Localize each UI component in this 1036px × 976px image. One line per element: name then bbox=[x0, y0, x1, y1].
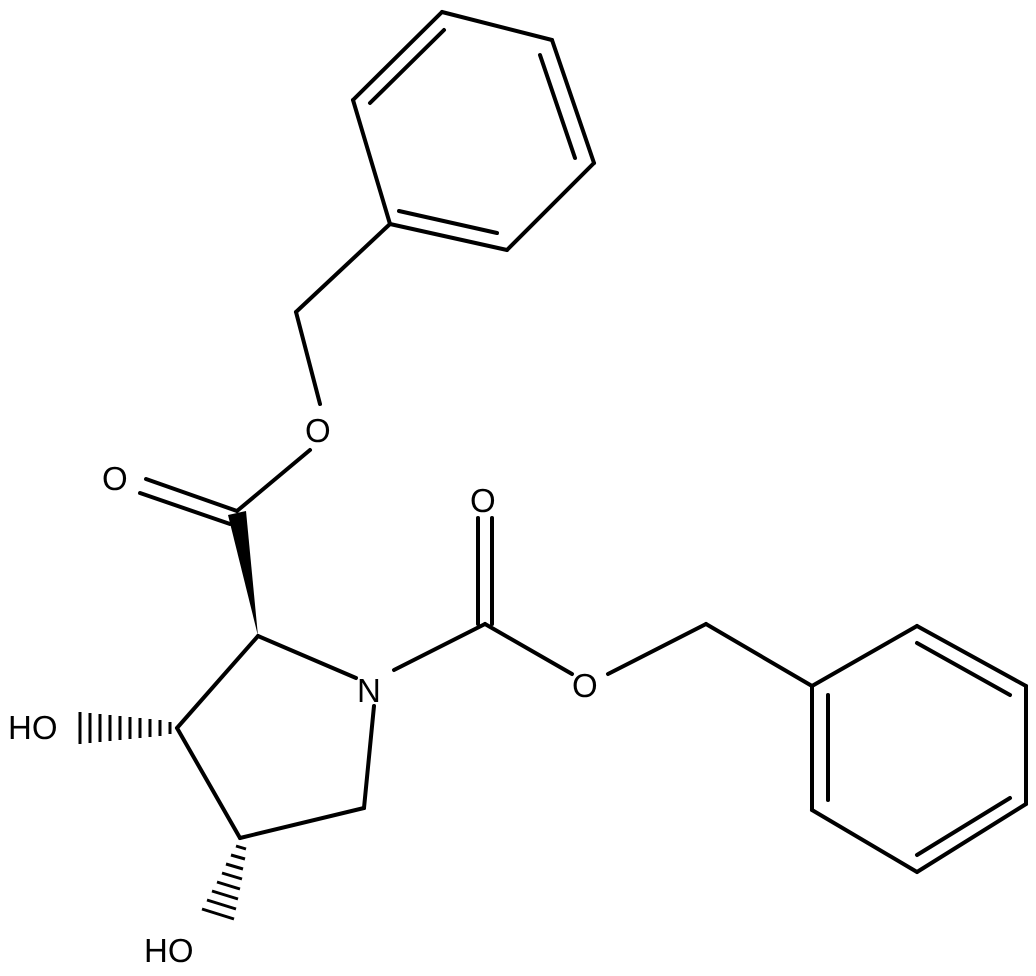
bond-carbamate-carbonyl-double bbox=[476, 516, 494, 626]
hash-bond-c4-oh bbox=[201, 844, 247, 921]
bond-ring-ch2-top bbox=[294, 222, 392, 314]
atom-label-carbamate-carbonyl-o: O bbox=[470, 482, 496, 519]
wedge-bond-c2-carbonyl bbox=[228, 511, 258, 636]
bond-ester-carbonyl-double bbox=[138, 477, 239, 526]
atom-label-ester-carbonyl-o: O bbox=[102, 460, 128, 497]
bond-ch2-ring-bottom bbox=[704, 622, 814, 688]
bond-oester-carbonylc bbox=[235, 448, 312, 513]
pyrrolidine-ring bbox=[175, 634, 376, 840]
bond-ch2-oester-top bbox=[294, 310, 322, 406]
bond-carbamate-c-o bbox=[483, 622, 574, 676]
atom-label-ester-o: O bbox=[305, 412, 331, 449]
bond-n-carbamate-c bbox=[392, 622, 487, 672]
atom-label-hydroxyl-3: HO bbox=[8, 709, 58, 746]
phenyl-ring-bottom bbox=[810, 624, 1028, 874]
atom-label-ring-n: N bbox=[357, 672, 381, 709]
atom-label-carbamate-o: O bbox=[572, 667, 598, 704]
atom-label-hydroxyl-4: HO bbox=[144, 932, 194, 969]
bond-o-ch2-bottom bbox=[606, 622, 708, 676]
hash-bond-c3-oh bbox=[78, 712, 172, 744]
phenyl-ring-top bbox=[351, 10, 596, 252]
